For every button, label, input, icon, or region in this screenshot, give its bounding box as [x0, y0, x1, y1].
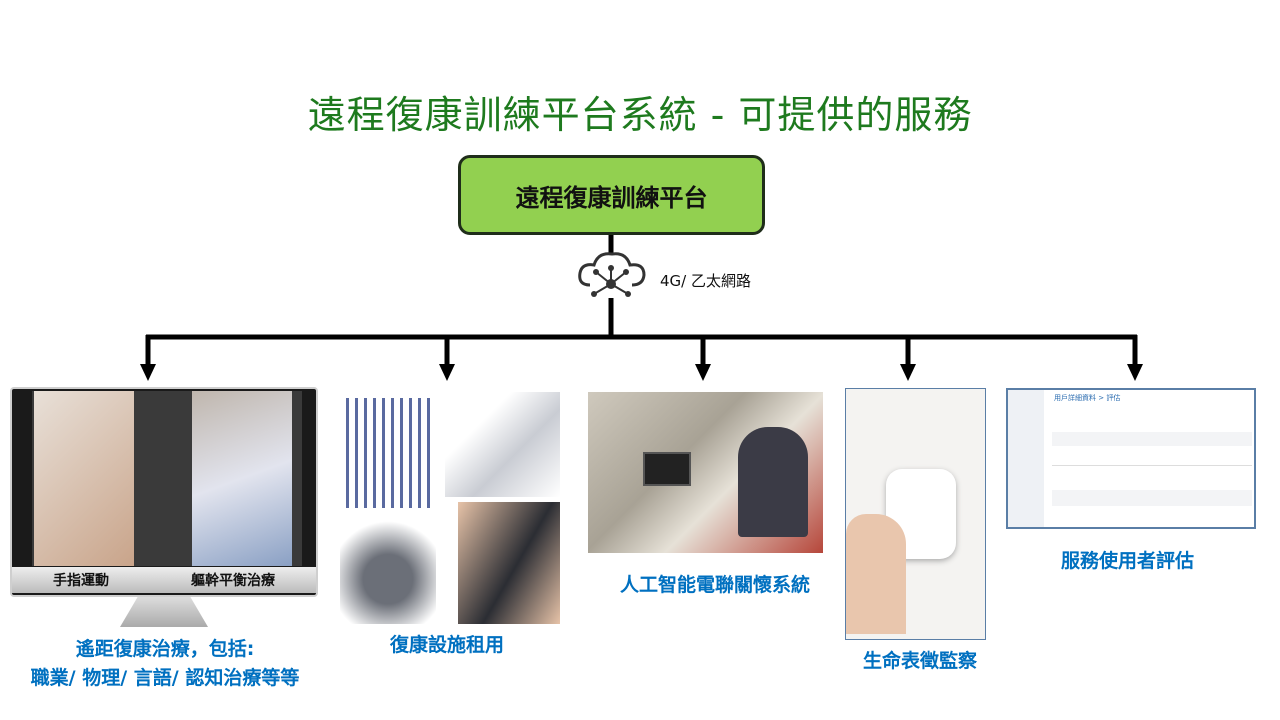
cloud-network-icon: [578, 252, 646, 297]
assessment-screenshot: 用戶詳細資料 > 評估: [1006, 388, 1256, 529]
elderly-person-image: [738, 427, 808, 537]
telerehab-monitor-image: 手指運動 軀幹平衡治療: [10, 387, 318, 597]
caption-trunk-balance: 軀幹平衡治療: [191, 573, 275, 589]
hand-exerciser-photo: [340, 512, 436, 624]
tablet-image: [643, 452, 691, 486]
service-label-vital-signs: 生命表徵監察: [862, 650, 977, 672]
service-label-ai-care-system: 人工智能電聯關懷系統: [619, 574, 810, 596]
vital-signs-device-photo: [845, 388, 986, 640]
network-label: 4G/ 乙太網路: [660, 272, 751, 290]
slide-title: 遠程復康訓練平台系統 - 可提供的服務: [307, 93, 973, 137]
wrist-splint-photo: [445, 392, 560, 497]
service-label-equipment-rental: 復康設施租用: [389, 634, 504, 656]
platform-box: 遠程復康訓練平台: [458, 155, 765, 235]
service-label-telerehab-line1: 遙距復康治療，包括:: [75, 638, 255, 660]
trunk-balance-photo: [192, 391, 292, 566]
monitor-stand: [120, 597, 208, 627]
caption-finger-exercise: 手指運動: [53, 573, 109, 589]
service-label-user-assessment: 服務使用者評估: [1060, 550, 1194, 572]
hip-brace-photo: [340, 398, 436, 508]
knee-brace-photo: [458, 502, 560, 624]
finger-exercise-photo: [34, 391, 134, 566]
screenshot-heading: 用戶詳細資料 > 評估: [1054, 394, 1121, 402]
ai-call-photo: [588, 392, 823, 553]
service-label-telerehab-line2: 職業/ 物理/ 言語/ 認知治療等等: [30, 667, 300, 689]
